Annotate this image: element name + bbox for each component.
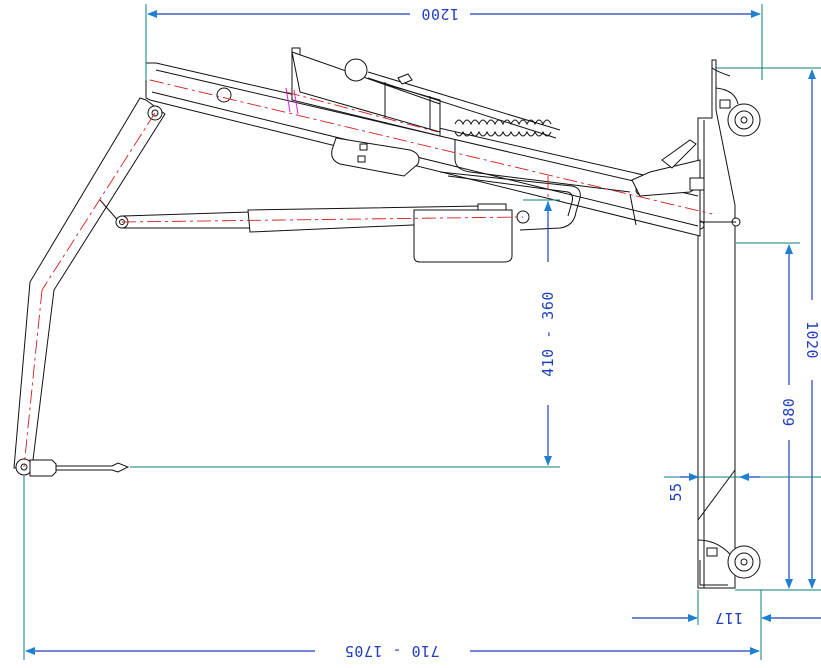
dim-leg-height <box>736 242 800 589</box>
dim-total-height <box>716 67 821 591</box>
bottom-caster-wheel <box>699 545 761 586</box>
spreader-bar-hook <box>15 458 130 477</box>
dim-label-710-1705: 710 - 1705 <box>344 642 439 660</box>
dim-label-1200: 1200 <box>421 5 459 23</box>
dim-lift-range <box>130 199 560 468</box>
dim-label-1020: 1020 <box>803 321 821 359</box>
control-unit <box>285 47 561 139</box>
dim-label-117: 117 <box>715 609 744 627</box>
dim-top-width <box>145 4 763 80</box>
mast-column <box>697 59 736 589</box>
dim-label-55: 55 <box>667 482 685 501</box>
dim-label-680: 680 <box>780 398 798 427</box>
boom-bracket <box>631 139 705 197</box>
boom-arm <box>145 62 701 237</box>
dim-label-410-360: 410 - 360 <box>539 291 557 377</box>
top-caster-wheel <box>715 87 761 137</box>
dim-base-width <box>632 590 821 625</box>
boom-handle <box>331 137 420 177</box>
coiled-cable <box>454 119 631 193</box>
dim-reach-range <box>23 476 762 660</box>
